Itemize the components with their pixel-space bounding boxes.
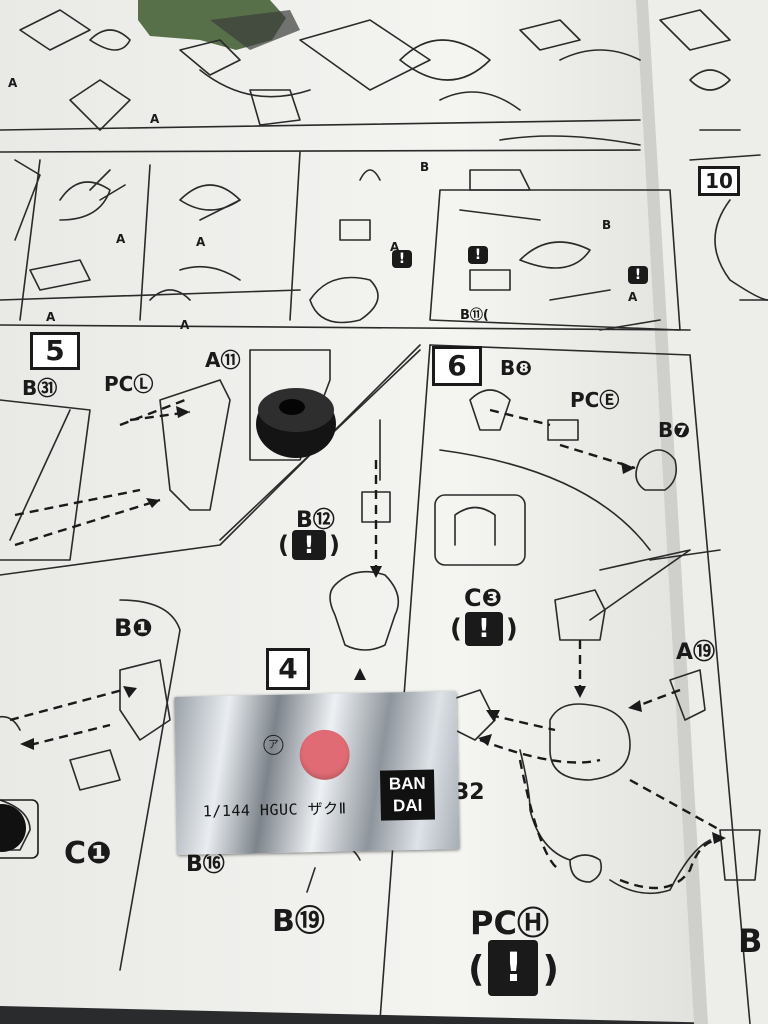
- label-b1: B❶: [114, 614, 153, 642]
- label-a-top-8: A: [628, 290, 638, 304]
- label-a-top-3: A: [116, 232, 126, 246]
- sticker-kana-mark: ア: [263, 734, 284, 756]
- sticker-kit-name: 1/144 HGUC ザクⅡ: [202, 799, 347, 821]
- label-a-top-1: A: [8, 76, 18, 90]
- right-page: [648, 0, 768, 1024]
- label-a-top-4: A: [196, 235, 206, 249]
- page-gutter: [636, 0, 708, 1024]
- sticker-red-dot: [299, 729, 351, 781]
- foil-sticker: ア 1/144 HGUC ザクⅡ BAN DAI: [174, 691, 460, 855]
- warning-top-3: !: [628, 266, 648, 284]
- label-c1: C❶: [64, 836, 112, 871]
- label-b16: B⑯: [186, 852, 225, 877]
- label-a19: A⑲: [676, 640, 716, 665]
- label-pc-l: PCⓁ: [104, 372, 154, 396]
- label-b8: B❽: [500, 356, 533, 380]
- label-a-top-2: A: [150, 112, 160, 126]
- label-a-top-5: A: [46, 310, 56, 324]
- label-a-top-6: A: [180, 318, 190, 332]
- warning-c3: (!): [450, 612, 518, 646]
- step-10-number: 10: [698, 166, 740, 196]
- warning-b12: (!): [278, 530, 340, 560]
- substep-4-number: 4: [266, 648, 310, 690]
- label-b-edge: B: [738, 922, 763, 960]
- label-b31: B㉛: [22, 376, 58, 400]
- label-b7: B❼: [658, 418, 691, 442]
- bandai-logo: BAN DAI: [379, 769, 436, 821]
- label-c3: C❸: [464, 584, 502, 612]
- label-32: 32: [454, 780, 485, 805]
- label-b-top-1: B: [420, 160, 430, 174]
- label-a11: A⑪: [205, 348, 241, 372]
- black-part: [0, 804, 26, 852]
- step-6-number: 6: [432, 346, 482, 386]
- warning-top-2: !: [468, 246, 488, 264]
- label-pc-h: PCⒽ: [470, 904, 549, 942]
- label-a-top-7: A: [390, 240, 400, 254]
- label-pc-e: PCⒺ: [570, 388, 620, 412]
- label-b12: B⑫: [296, 508, 335, 533]
- label-b19: B⑲: [272, 904, 325, 939]
- label-b-top-2: B: [602, 218, 612, 232]
- step-5-number: 5: [30, 332, 80, 370]
- label-b11-top: B⑪(: [460, 308, 489, 323]
- warning-top-1: !: [392, 250, 412, 268]
- rubber-washer: [256, 388, 336, 458]
- warning-pc-h: (!): [468, 940, 559, 996]
